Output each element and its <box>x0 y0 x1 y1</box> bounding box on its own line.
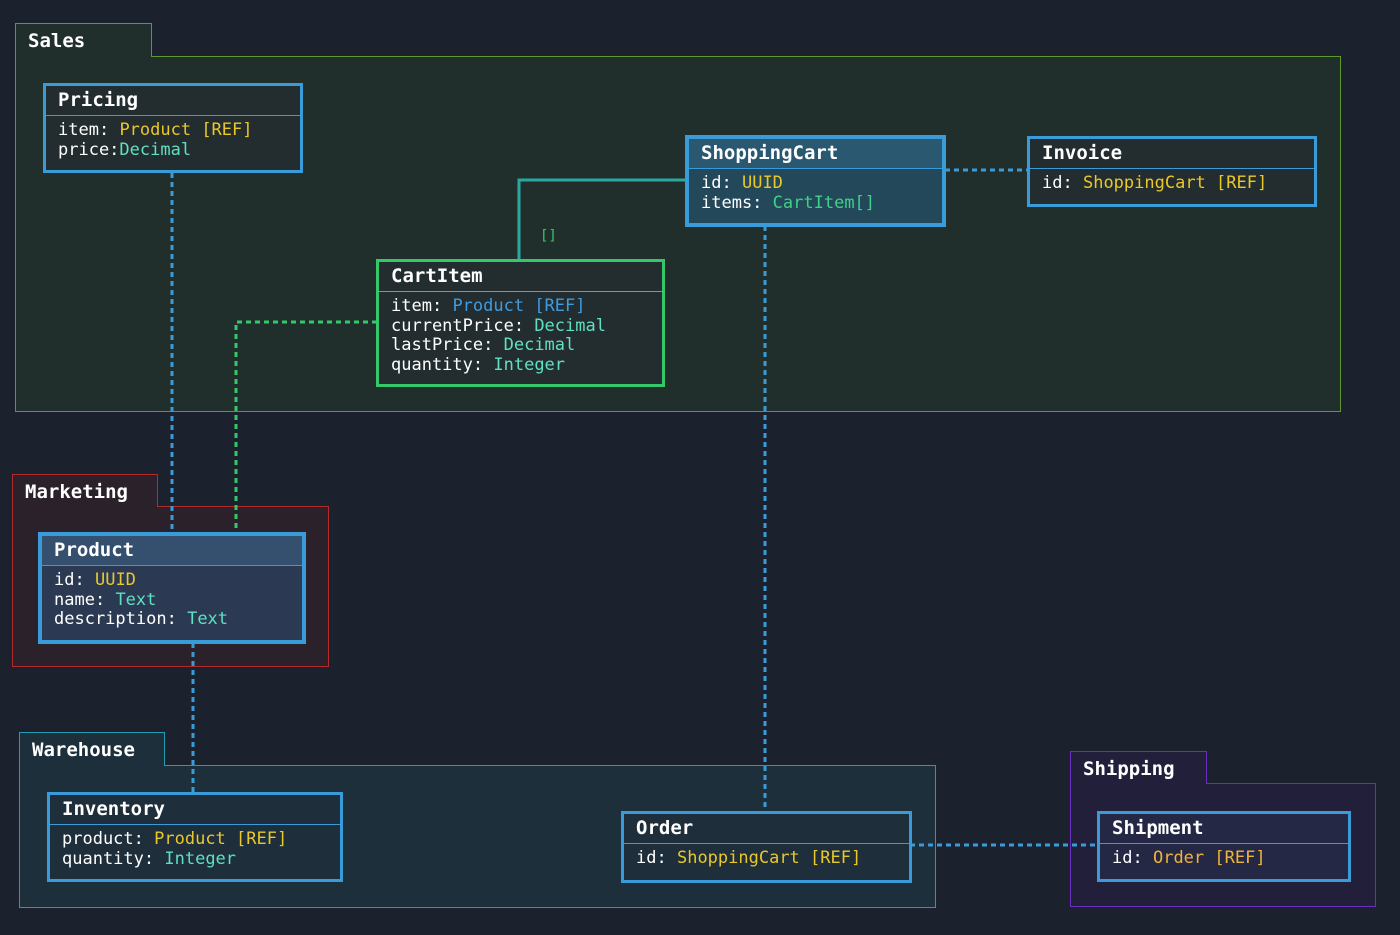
shipment-entity[interactable]: Shipment id: Order [REF] <box>1097 811 1351 882</box>
sales-group-tab: Sales <box>15 23 152 57</box>
cartitem-field-currentprice: currentPrice: Decimal <box>391 315 606 336</box>
shoppingcart-cartitem-link <box>517 178 686 260</box>
shipment-field-id: id: Order [REF] <box>1112 848 1266 868</box>
cartitem-field-lastprice: lastPrice: Decimal <box>391 335 576 355</box>
cartitem-entity[interactable]: CartItem item: Product [REF] currentPric… <box>376 259 665 387</box>
shipment-title: Shipment <box>1100 814 1348 844</box>
pricing-field-price: price:Decimal <box>58 139 192 160</box>
product-title: Product <box>42 536 302 566</box>
product-field-id: id: UUID <box>54 570 136 590</box>
invoice-field-id: id: ShoppingCart [REF] <box>1042 173 1268 193</box>
invoice-title: Invoice <box>1030 139 1314 169</box>
order-entity[interactable]: Order id: ShoppingCart [REF] <box>621 811 912 883</box>
inventory-entity[interactable]: Inventory product: Product [REF] quantit… <box>47 792 343 882</box>
cartitem-title: CartItem <box>379 262 662 292</box>
cart-items-multiplicity-label: [] <box>540 228 557 244</box>
shoppingcart-field-id: id: UUID <box>701 173 783 193</box>
product-field-description: description: Text <box>54 609 229 629</box>
cartitem-product-link <box>234 320 377 533</box>
warehouse-group-tab: Warehouse <box>19 732 165 766</box>
shipping-group-tab: Shipping <box>1070 751 1207 784</box>
product-entity[interactable]: Product id: UUID name: Text description:… <box>38 532 306 644</box>
order-title: Order <box>624 814 909 844</box>
product-field-name: name: Text <box>54 589 157 610</box>
shoppingcart-title: ShoppingCart <box>689 139 942 169</box>
pricing-field-item: item: Product [REF] <box>58 120 253 140</box>
inventory-field-quantity: quantity: Integer <box>62 848 237 869</box>
pricing-title: Pricing <box>46 86 300 116</box>
cartitem-field-quantity: quantity: Integer <box>391 354 566 375</box>
shoppingcart-entity[interactable]: ShoppingCart id: UUID items: CartItem[] <box>685 135 946 227</box>
order-field-id: id: ShoppingCart [REF] <box>636 848 862 868</box>
marketing-group-tab: Marketing <box>12 474 158 507</box>
inventory-title: Inventory <box>50 795 340 825</box>
inventory-field-product: product: Product [REF] <box>62 829 288 849</box>
cartitem-field-item: item: Product [REF] <box>391 296 586 316</box>
shoppingcart-field-items: items: CartItem[] <box>701 192 876 213</box>
invoice-entity[interactable]: Invoice id: ShoppingCart [REF] <box>1027 136 1317 207</box>
pricing-entity[interactable]: Pricing item: Product [REF] price:Decima… <box>43 83 303 173</box>
